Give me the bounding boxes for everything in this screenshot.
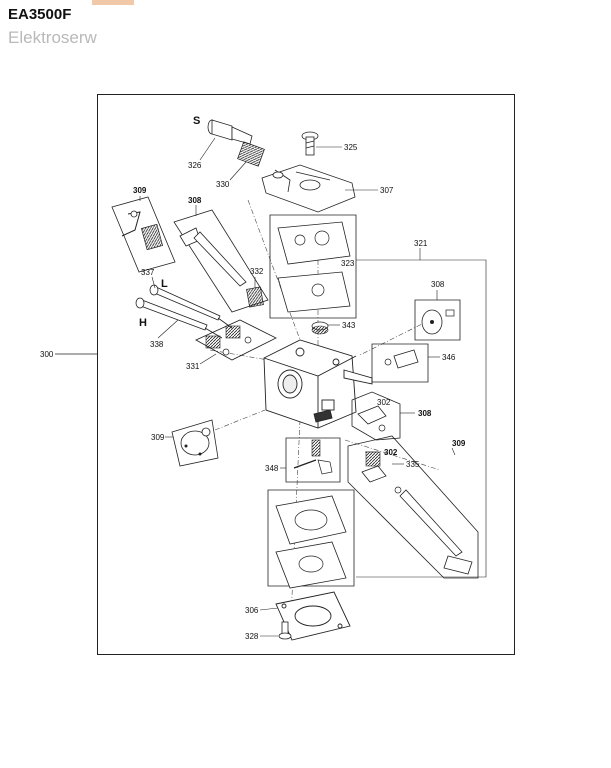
label-346: 346 bbox=[442, 353, 456, 362]
model-title: EA3500F bbox=[8, 6, 72, 23]
letter-l: L bbox=[161, 278, 168, 290]
carburetor-body bbox=[263, 339, 373, 429]
letter-s: S bbox=[193, 115, 200, 127]
label-325: 325 bbox=[344, 143, 358, 152]
part-338-needle-h bbox=[135, 297, 223, 339]
part-309-diaphragm-cover bbox=[171, 419, 219, 467]
label-331: 331 bbox=[186, 362, 200, 371]
label-328: 328 bbox=[245, 632, 259, 641]
label-321: 321 bbox=[414, 239, 428, 248]
part-325-screw bbox=[301, 131, 319, 156]
part-309-lever-box bbox=[111, 196, 176, 273]
part-308-lever-box bbox=[351, 391, 401, 441]
label-309-right: 309 bbox=[452, 439, 466, 448]
part-308-pump-cover bbox=[414, 299, 461, 341]
part-331-springs-box bbox=[195, 319, 277, 361]
letter-h: H bbox=[139, 317, 147, 329]
part-348-needle-valve-box bbox=[285, 437, 341, 483]
label-300: 300 bbox=[40, 350, 54, 359]
label-323: 323 bbox=[341, 259, 355, 268]
part-lower-diaphragm-box bbox=[267, 489, 355, 589]
part-323-gasket-box bbox=[269, 214, 357, 319]
label-302-b: 302 bbox=[384, 448, 398, 457]
label-309-left: 309 bbox=[151, 433, 165, 442]
label-308-right-top: 308 bbox=[431, 280, 445, 289]
part-307-cover bbox=[261, 164, 356, 213]
part-326-adjust-screw bbox=[207, 119, 253, 145]
part-306-lower-cover bbox=[275, 591, 351, 641]
label-307: 307 bbox=[380, 186, 394, 195]
label-332: 332 bbox=[250, 267, 264, 276]
part-343-filter bbox=[311, 321, 329, 335]
label-337: 337 bbox=[141, 268, 155, 277]
accent-badge bbox=[92, 0, 134, 5]
label-302-a: 302 bbox=[377, 398, 391, 407]
label-335: 335 bbox=[406, 460, 420, 469]
label-330: 330 bbox=[216, 180, 230, 189]
label-308-top: 308 bbox=[188, 196, 202, 205]
label-308-right-mid: 308 bbox=[418, 409, 432, 418]
label-348: 348 bbox=[265, 464, 279, 473]
label-326: 326 bbox=[188, 161, 202, 170]
part-346-valve-box bbox=[371, 343, 429, 383]
part-328-screw bbox=[278, 621, 292, 640]
part-309-shaft-box bbox=[347, 435, 479, 579]
label-338: 338 bbox=[150, 340, 164, 349]
label-343: 343 bbox=[342, 321, 356, 330]
label-306: 306 bbox=[245, 606, 259, 615]
brand-watermark: Elektroserw bbox=[8, 28, 97, 47]
part-330-spring bbox=[237, 141, 265, 167]
diagram-frame bbox=[97, 94, 515, 655]
part-308-needle-box bbox=[173, 209, 269, 313]
label-309-top: 309 bbox=[133, 186, 147, 195]
